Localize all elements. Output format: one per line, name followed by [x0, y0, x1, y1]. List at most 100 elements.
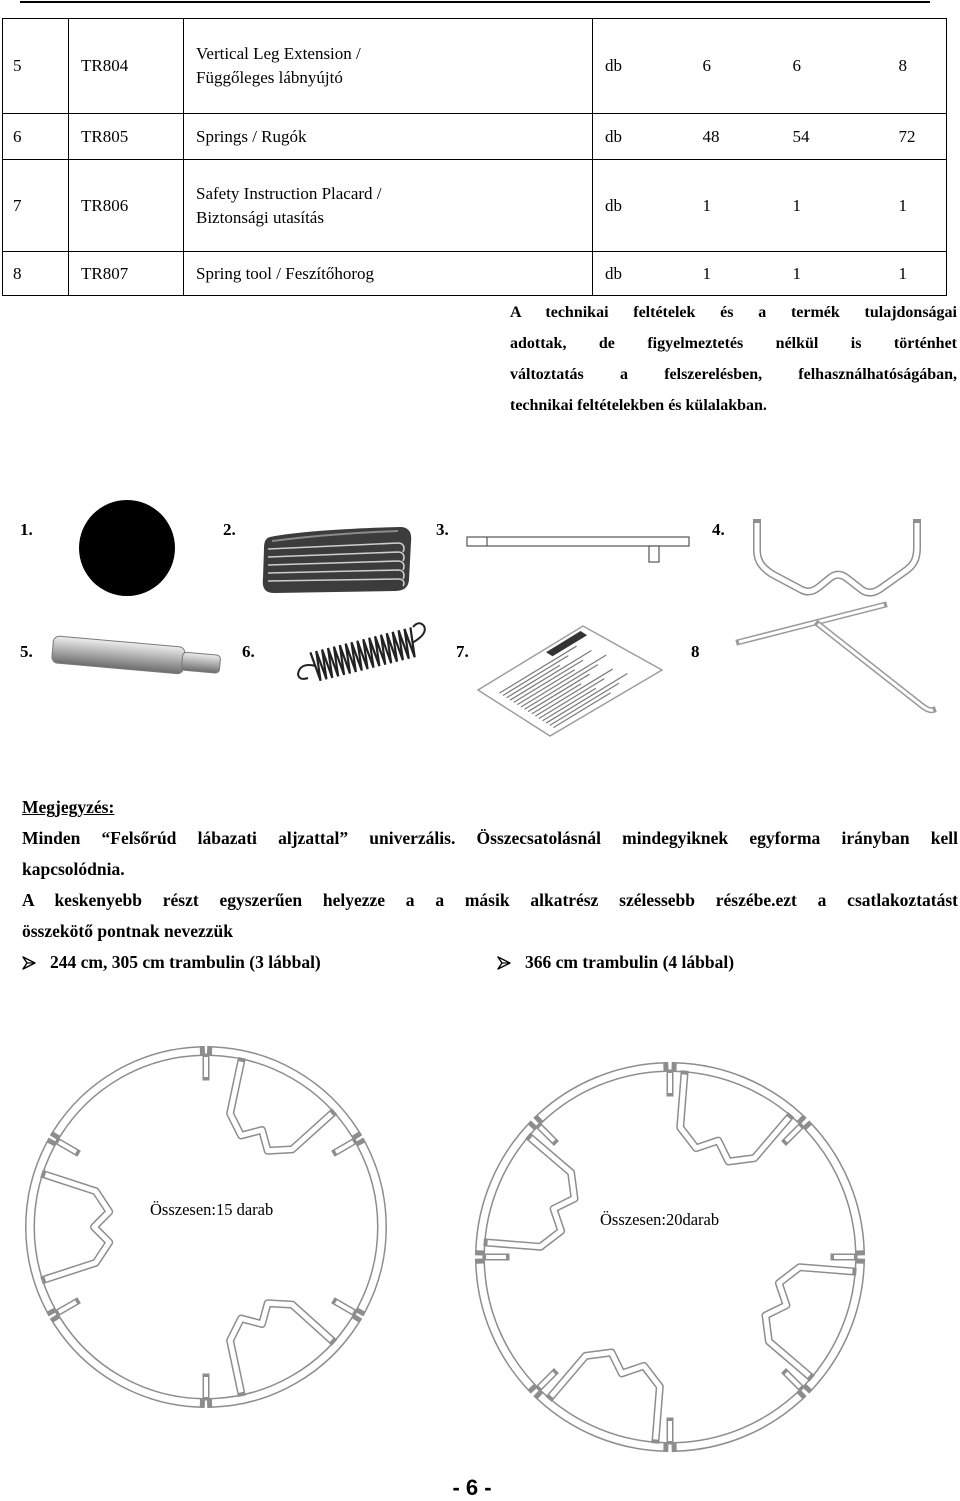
- page-number: - 6 -: [452, 1475, 492, 1500]
- item-unit: db: [592, 113, 691, 160]
- disclaimer-paragraph: A technikai feltételek és a termék tulaj…: [510, 297, 957, 421]
- part-1-image: [79, 500, 175, 596]
- frame-ring-segment: [671, 1388, 807, 1453]
- part-4-image: [753, 519, 921, 597]
- top-rule: [20, 1, 930, 3]
- part-6-image: [296, 622, 426, 682]
- quantity-col-3: 1: [870, 251, 947, 296]
- table-row: 8 TR807 Spring tool / Feszítőhorog db 1 …: [2, 251, 947, 296]
- quantity-col-3: 8: [870, 18, 947, 114]
- placard-text-line: [549, 682, 620, 726]
- diagram-total-label: Összesen:15 darab: [150, 1200, 274, 1219]
- placard-text-line: [538, 678, 605, 719]
- item-description: Spring tool / Feszítőhorog: [183, 251, 593, 296]
- item-number: 6: [2, 113, 69, 160]
- note-heading: Megjegyzés:: [22, 797, 115, 817]
- table-row: 5 TR804 Vertical Leg Extension / Függőle…: [2, 18, 947, 114]
- description-line: Vertical Leg Extension /: [196, 44, 361, 63]
- frame-leg: [761, 1263, 857, 1382]
- part-label: 4.: [712, 520, 725, 539]
- quantity-col-2: 6: [780, 18, 871, 114]
- quantity-col-1: 1: [690, 251, 781, 296]
- frame-ring-segment: [474, 1120, 539, 1256]
- quantity-col-3: 1: [870, 159, 947, 252]
- part-label: 1.: [20, 520, 33, 539]
- bullet-text: 244 cm, 305 cm trambulin (3 lábbal): [50, 952, 321, 972]
- frame-connector: [54, 1137, 81, 1157]
- item-number: 8: [2, 251, 69, 296]
- part-3-image: [466, 536, 690, 563]
- note-line: Minden “Felsőrúd lábazati aljzattal” uni…: [22, 828, 958, 848]
- frame-leg: [40, 1169, 114, 1285]
- placard-text-line: [506, 664, 561, 699]
- arrowhead-bullet-icon: [497, 955, 511, 970]
- placard-text-line: [513, 659, 584, 703]
- disclaimer-line: technikai feltételekben és külalakban.: [510, 397, 767, 414]
- placard-text-line: [545, 673, 628, 724]
- part-2-image: [262, 527, 412, 593]
- item-description: Springs / Rugók: [183, 113, 593, 160]
- frame-ring-segment: [671, 1061, 807, 1126]
- placard-text-line: [524, 664, 599, 710]
- bullet-list: 244 cm, 305 cm trambulin (3 lábbal) 366 …: [22, 947, 958, 978]
- placard-text-line: [535, 668, 613, 717]
- placard-text-line: [517, 669, 576, 706]
- quantity-col-1: 6: [690, 18, 781, 114]
- table-row: 7 TR806 Safety Instruction Placard / Biz…: [2, 159, 947, 252]
- item-unit: db: [592, 251, 691, 296]
- disclaimer-line: adottak, de figyelmeztetés nélkül is tör…: [510, 335, 957, 352]
- placard-header: [546, 631, 588, 657]
- description-line: Springs / Rugók: [196, 126, 307, 146]
- part-label: 2.: [223, 520, 236, 539]
- quantity-col-3: 72: [870, 113, 947, 160]
- note-section: Megjegyzés: Minden “Felsőrúd lábazati al…: [22, 792, 958, 978]
- placard-text-line: [520, 654, 607, 708]
- note-line: A keskenyebb részt egyszerűen helyezze a…: [22, 890, 958, 910]
- list-item: 244 cm, 305 cm trambulin (3 lábbal): [22, 947, 321, 978]
- frame-ring-segment: [801, 1120, 866, 1256]
- quantity-col-1: 48: [690, 113, 781, 160]
- frame-connector: [331, 1137, 358, 1157]
- frame-leg: [676, 1070, 795, 1166]
- frame-leg: [226, 1299, 338, 1398]
- bullet-text: 366 cm trambulin (4 lábbal): [525, 952, 735, 972]
- item-description: Safety Instruction Placard / Biztonsági …: [183, 159, 593, 252]
- part-7-image: [476, 625, 664, 737]
- frame-connector: [534, 1368, 559, 1393]
- disclaimer-line: változtatás a felszerelésben, felhasznál…: [510, 366, 957, 383]
- diagram-total-label: Összesen:20darab: [600, 1210, 720, 1229]
- tool-handle: [735, 601, 888, 646]
- quantity-col-2: 1: [780, 251, 871, 296]
- table-row: 6 TR805 Springs / Rugók db 48 54 72: [2, 113, 947, 160]
- description-line: Függőleges lábnyújtó: [196, 68, 343, 87]
- spring-coil: [309, 627, 416, 682]
- placard-text-line: [531, 683, 582, 715]
- item-number: 5: [2, 18, 69, 114]
- description-line: Spring tool / Feszítőhorog: [196, 263, 375, 283]
- frame-ring-segment: [533, 1061, 669, 1126]
- part-8-image: [735, 601, 937, 714]
- description-line: Safety Instruction Placard /: [196, 183, 382, 203]
- note-line: kapcsolódnia.: [22, 859, 125, 879]
- part-label: 5.: [20, 642, 33, 661]
- item-code: TR805: [68, 113, 184, 160]
- placard-text-line: [502, 655, 569, 696]
- item-unit: db: [592, 159, 691, 252]
- frame-ring-segment: [49, 1045, 206, 1141]
- placard-text-line: [542, 687, 597, 722]
- list-item: 366 cm trambulin (4 lábbal): [497, 947, 734, 978]
- trampoline-frame-diagram-4-legs: [474, 1061, 866, 1453]
- disclaimer-line: A technikai feltételek és a termék tulaj…: [510, 304, 957, 321]
- placard-text-line: [509, 650, 592, 701]
- part-label: 6.: [242, 642, 255, 661]
- frame-connector: [781, 1368, 806, 1393]
- item-unit: db: [592, 18, 691, 114]
- part-5-image: [51, 635, 221, 675]
- item-code: TR807: [68, 251, 184, 296]
- part-label: 7.: [456, 642, 469, 661]
- frame-connector: [534, 1121, 559, 1146]
- placard-text-line: [553, 692, 612, 729]
- frame-ring-segment: [801, 1258, 866, 1394]
- placard-text-line: [499, 645, 577, 694]
- frame-ring-segment: [533, 1388, 669, 1453]
